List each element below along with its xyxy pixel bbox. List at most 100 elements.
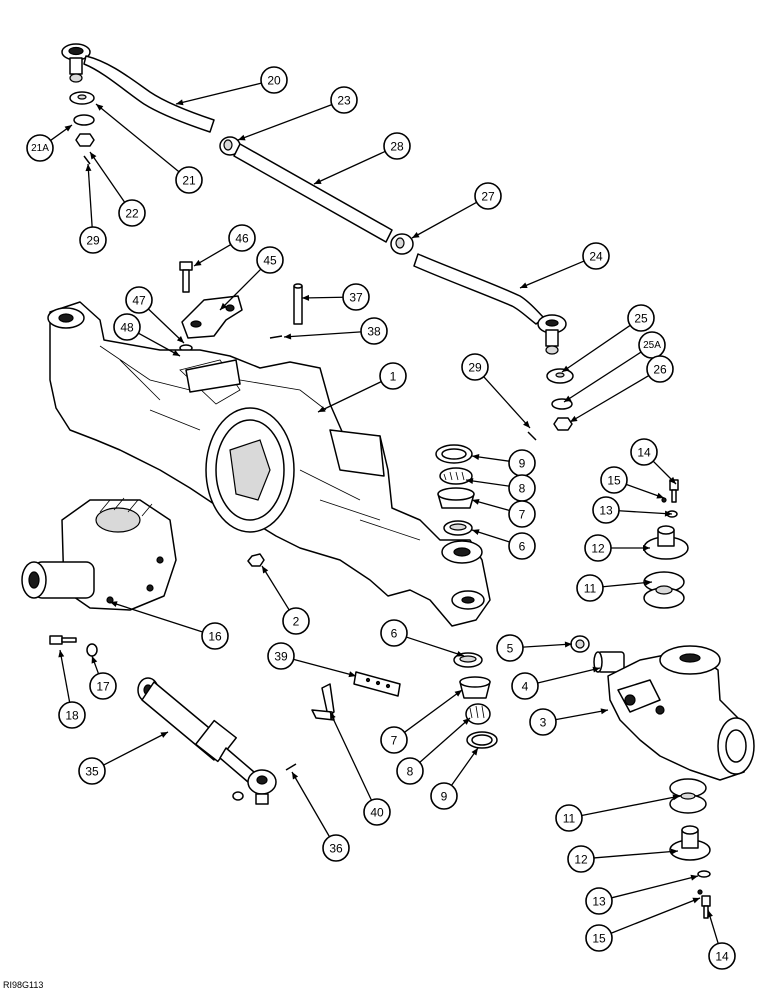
leader-line-c6b xyxy=(406,636,465,657)
callout-number: 5 xyxy=(507,642,514,656)
leader-arrowhead-c26 xyxy=(570,415,578,422)
callout-circle xyxy=(201,622,229,650)
callout-c7b: 7 xyxy=(380,726,408,754)
callout-circle xyxy=(360,317,388,345)
callout-c47: 47 xyxy=(125,286,153,314)
leader-line-c8b xyxy=(419,717,471,763)
callout-c8b: 8 xyxy=(396,757,424,785)
leader-arrowhead-c7b xyxy=(454,690,462,697)
leader-arrowhead-c23 xyxy=(238,134,246,141)
callout-c16: 16 xyxy=(201,622,229,650)
leader-arrowhead-c25a xyxy=(564,395,572,402)
leader-arrowhead-c4 xyxy=(592,666,600,673)
leader-arrowhead-c6a xyxy=(472,529,480,535)
bushing-4 xyxy=(593,651,625,673)
nut-22 xyxy=(75,133,95,147)
bracket-45 xyxy=(181,295,243,339)
leader-line-c23 xyxy=(237,103,333,141)
callout-number: 8 xyxy=(407,765,414,779)
leader-line-c18 xyxy=(59,649,71,703)
callout-circle xyxy=(379,362,407,390)
callout-c21: 21 xyxy=(175,166,203,194)
bolt-46 xyxy=(179,261,193,293)
leader-arrowhead-c16 xyxy=(110,601,118,608)
callout-c12a: 12 xyxy=(584,534,612,562)
callout-c39: 39 xyxy=(267,642,295,670)
leader-arrowhead-c8b xyxy=(462,718,470,725)
callout-c4: 4 xyxy=(511,672,539,700)
leader-arrowhead-c22 xyxy=(90,152,97,160)
callout-c25: 25 xyxy=(627,304,655,332)
callout-number: 21A xyxy=(31,143,49,154)
callout-c9b: 9 xyxy=(430,782,458,810)
leader-arrowhead-c39 xyxy=(348,671,356,678)
callout-c11a: 11 xyxy=(576,574,604,602)
leader-arrowhead-c6b xyxy=(456,650,464,657)
leader-line-c24 xyxy=(519,260,585,289)
callout-number: 23 xyxy=(337,94,351,108)
callout-number: 27 xyxy=(481,190,495,204)
bolt-18 xyxy=(49,635,77,645)
leader-line-c3 xyxy=(555,709,609,721)
leader-arrowhead-c17 xyxy=(91,656,98,664)
callout-number: 45 xyxy=(263,254,277,268)
leader-line-c4 xyxy=(537,667,601,684)
callout-number: 9 xyxy=(519,457,526,471)
callout-circle xyxy=(627,304,655,332)
leader-arrowhead-c13a xyxy=(664,510,672,517)
leader-arrowhead-c11b xyxy=(672,794,680,801)
leader-line-c22 xyxy=(89,151,126,203)
washer-17 xyxy=(86,643,98,657)
callout-circle xyxy=(260,66,288,94)
callout-number: 14 xyxy=(637,446,651,460)
leader-line-c20 xyxy=(175,82,262,105)
callout-number: 11 xyxy=(584,582,597,596)
lockwasher-15-upper xyxy=(661,497,667,503)
callout-c24: 24 xyxy=(582,242,610,270)
callout-circle xyxy=(461,353,489,381)
callout-number: 13 xyxy=(599,504,613,518)
leader-arrowhead-c46 xyxy=(194,259,202,266)
callout-c40: 40 xyxy=(363,798,391,826)
leader-arrowhead-c1 xyxy=(318,406,326,412)
callout-number: 18 xyxy=(65,709,79,723)
washer-13-lower xyxy=(697,870,711,878)
leader-arrowhead-c24 xyxy=(520,282,528,289)
callout-number: 22 xyxy=(125,207,139,221)
kingpin-cap-12-upper xyxy=(643,525,689,560)
shim-11-lower xyxy=(669,778,707,814)
leader-line-c16 xyxy=(109,601,203,633)
leader-arrowhead-c21 xyxy=(96,104,104,111)
callout-circle xyxy=(383,132,411,160)
leader-line-c11a xyxy=(602,581,653,588)
leader-arrowhead-c3 xyxy=(600,708,608,715)
leader-line-c25 xyxy=(561,324,631,373)
callout-number: 46 xyxy=(235,232,249,246)
leader-arrowhead-c15a xyxy=(656,492,664,499)
callout-number: 24 xyxy=(589,250,603,264)
leader-line-c21 xyxy=(95,103,180,173)
callout-number: 47 xyxy=(132,294,146,308)
shim-11-upper xyxy=(643,571,685,609)
leader-arrowhead-c18 xyxy=(58,650,65,658)
callout-c35: 35 xyxy=(78,757,106,785)
bolt-14-upper xyxy=(669,479,679,503)
callout-c15a: 15 xyxy=(600,466,628,494)
leader-line-c7b xyxy=(404,689,463,733)
leader-arrowhead-c35 xyxy=(160,732,168,738)
leader-arrowhead-c13b xyxy=(690,874,698,881)
callout-number: 1 xyxy=(390,370,397,384)
leader-line-c12b xyxy=(593,850,679,859)
callout-circle xyxy=(342,283,370,311)
callout-c13a: 13 xyxy=(592,496,620,524)
leader-line-c5 xyxy=(522,643,573,648)
leader-arrowhead-c5 xyxy=(564,641,572,648)
leader-line-c47 xyxy=(147,308,185,344)
leader-line-c28 xyxy=(313,150,386,185)
callout-number: 13 xyxy=(592,895,606,909)
roll-pin-38 xyxy=(269,335,283,339)
leader-line-c27 xyxy=(411,201,477,239)
callout-number: 6 xyxy=(391,627,398,641)
leader-arrowhead-c37 xyxy=(302,294,310,301)
callout-number: 25 xyxy=(634,312,648,326)
